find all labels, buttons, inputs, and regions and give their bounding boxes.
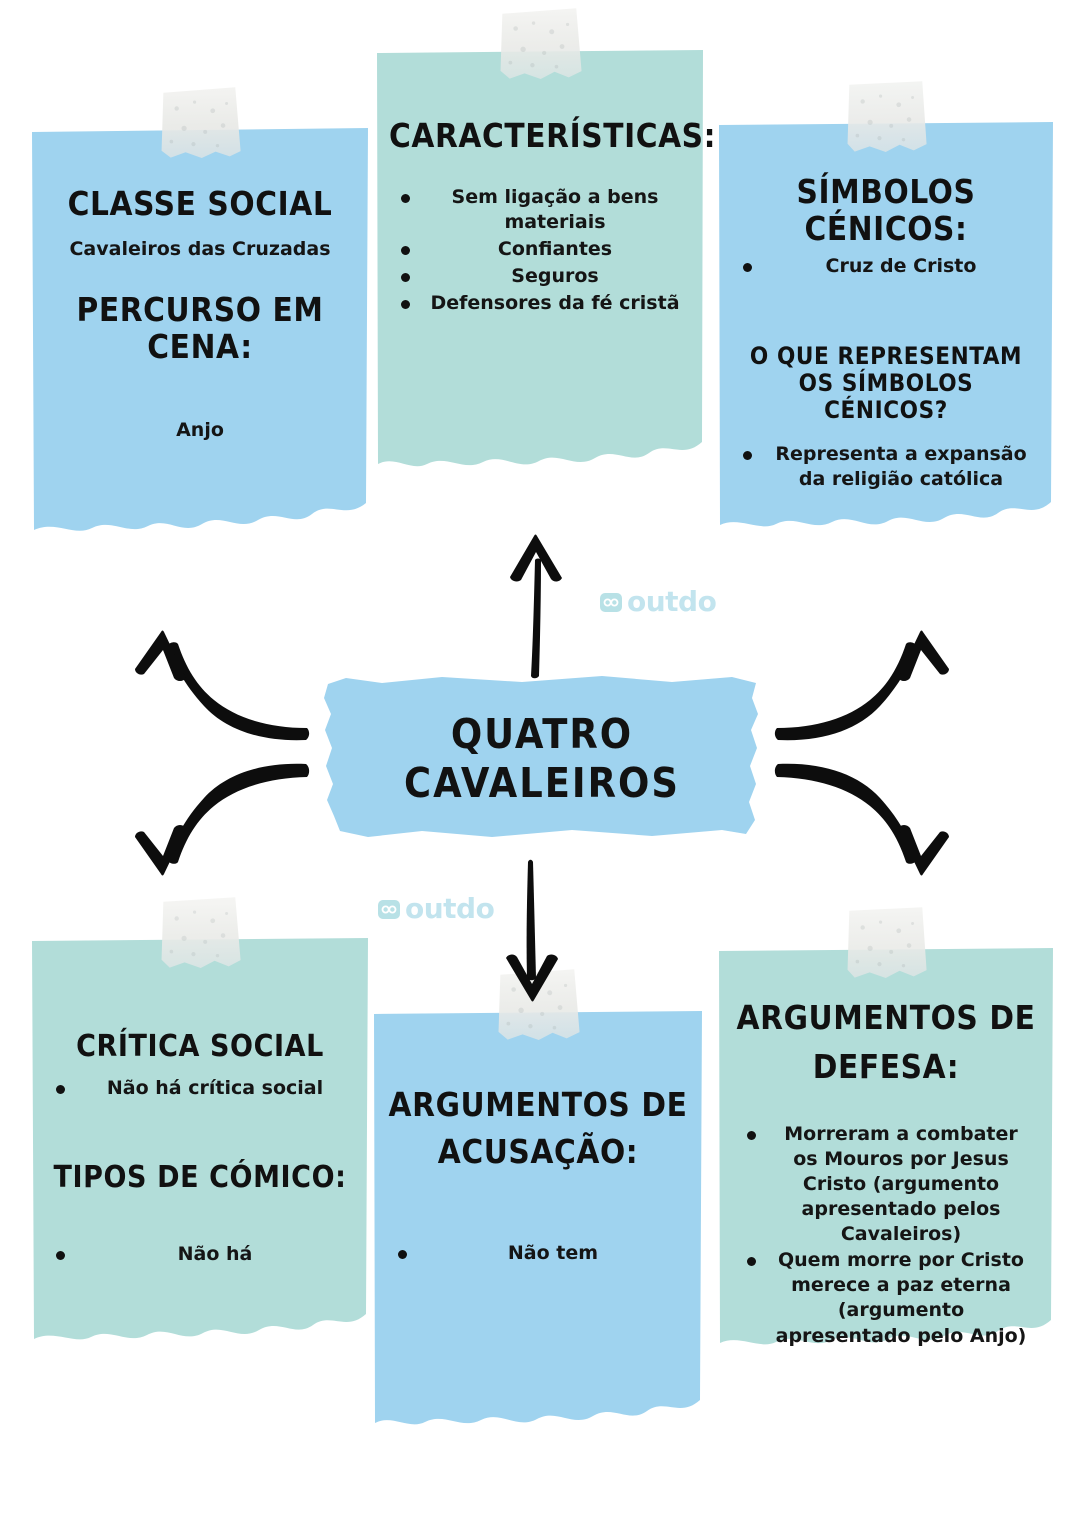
- center-title-line2: CAVALEIROS: [404, 759, 680, 807]
- card-critica-social: CRÍTICA SOCIAL Não há crítica social TIP…: [30, 897, 370, 1353]
- list-item: Morreram a combater os Mouros por Jesus …: [735, 1122, 1037, 1247]
- list-item: Quem morre por Cristo merece a paz etern…: [735, 1248, 1037, 1348]
- percurso-em-cena-value: Anjo: [176, 418, 224, 441]
- card-caracteristicas: CARACTERÍSTICAS: Sem ligação a bens mate…: [375, 8, 717, 482]
- card-simbolos-cenicos: SÍMBOLOS CÉNICOS: Cruz de Cristo O QUE R…: [717, 81, 1055, 542]
- list-item: Confiantes: [389, 237, 691, 262]
- caracteristicas-list: Sem ligação a bens materiais Confiantes …: [389, 185, 691, 316]
- argumentos-defesa-heading-line1: ARGUMENTOS DE: [736, 998, 1036, 1037]
- simbolos-cenicos-list: Cruz de Cristo: [731, 254, 1041, 279]
- list-item: Não tem: [386, 1241, 690, 1266]
- arrow-center-to-critica-social-icon: [135, 763, 310, 876]
- list-item: Cruz de Cristo: [731, 254, 1041, 279]
- list-item: Sem ligação a bens materiais: [389, 185, 691, 235]
- o-que-representam-list: Representa a expansão da religião católi…: [731, 442, 1041, 492]
- percurso-em-cena-heading: PERCURSO EM CENA:: [76, 290, 324, 366]
- simbolos-cenicos-heading: SÍMBOLOS CÉNICOS:: [796, 172, 976, 248]
- critica-social-list: Não há crítica social: [44, 1076, 356, 1101]
- arrow-center-to-simbolos-cenicos-icon: [774, 630, 949, 741]
- arrow-center-to-classe-social-icon: [135, 630, 310, 741]
- argumentos-defesa-list: Morreram a combater os Mouros por Jesus …: [731, 1122, 1041, 1349]
- classe-social-value: Cavaleiros das Cruzadas: [69, 237, 331, 260]
- card-classe-social: CLASSE SOCIAL Cavaleiros das Cruzadas PE…: [30, 87, 370, 543]
- torn-paper-shape: [717, 122, 1055, 542]
- infinity-badge-icon: [378, 899, 400, 919]
- arrow-center-to-defesa-icon: [774, 763, 949, 876]
- arrow-center-to-acusacao-icon: [506, 859, 558, 1002]
- o-que-representam-heading: O QUE REPRESENTAM OS SÍMBOLOS CÉNICOS?: [749, 341, 1023, 424]
- torn-paper-shape: [375, 50, 705, 482]
- tipos-de-comico-heading: TIPOS DE CÓMICO:: [53, 1159, 347, 1195]
- center-title-line1: QUATRO: [450, 710, 634, 758]
- caracteristicas-heading: CARACTERÍSTICAS:: [389, 116, 717, 155]
- torn-paper-shape: [372, 1011, 704, 1439]
- watermark-outdo-bottom: outdo: [378, 892, 495, 925]
- watermark-label: outdo: [405, 892, 495, 925]
- list-item: Representa a expansão da religião católi…: [731, 442, 1041, 492]
- torn-paper-shape: [30, 938, 370, 1353]
- center-node-quatro-cavaleiros: QUATRO CAVALEIROS: [322, 674, 762, 844]
- list-item: Seguros: [389, 264, 691, 289]
- arrow-center-to-caracteristicas-icon: [510, 534, 562, 679]
- argumentos-defesa-heading-line2: DEFESA:: [812, 1046, 960, 1086]
- torn-paper-shape: [717, 948, 1055, 1360]
- torn-paper-shape: [30, 128, 370, 543]
- watermark-label: outdo: [627, 585, 717, 618]
- watermark-outdo-top: outdo: [600, 585, 717, 618]
- list-item: Não há: [44, 1242, 356, 1267]
- card-argumentos-acusacao: ARGUMENTOS DE ACUSAÇÃO: Não tem: [372, 969, 704, 1439]
- critica-social-heading: CRÍTICA SOCIAL: [76, 1029, 324, 1064]
- argumentos-acusacao-heading-line2: ACUSAÇÃO:: [437, 1131, 639, 1171]
- list-item: Defensores da fé cristã: [389, 291, 691, 316]
- infinity-badge-icon: [600, 592, 622, 612]
- torn-tape-shape: [322, 674, 762, 844]
- argumentos-acusacao-heading-line1: ARGUMENTOS DE: [388, 1085, 688, 1124]
- tipos-de-comico-list: Não há: [44, 1242, 356, 1267]
- argumentos-acusacao-list: Não tem: [386, 1241, 690, 1266]
- card-argumentos-defesa: ARGUMENTOS DE DEFESA: Morreram a combate…: [717, 907, 1055, 1360]
- classe-social-heading: CLASSE SOCIAL: [67, 184, 333, 223]
- list-item: Não há crítica social: [44, 1076, 356, 1101]
